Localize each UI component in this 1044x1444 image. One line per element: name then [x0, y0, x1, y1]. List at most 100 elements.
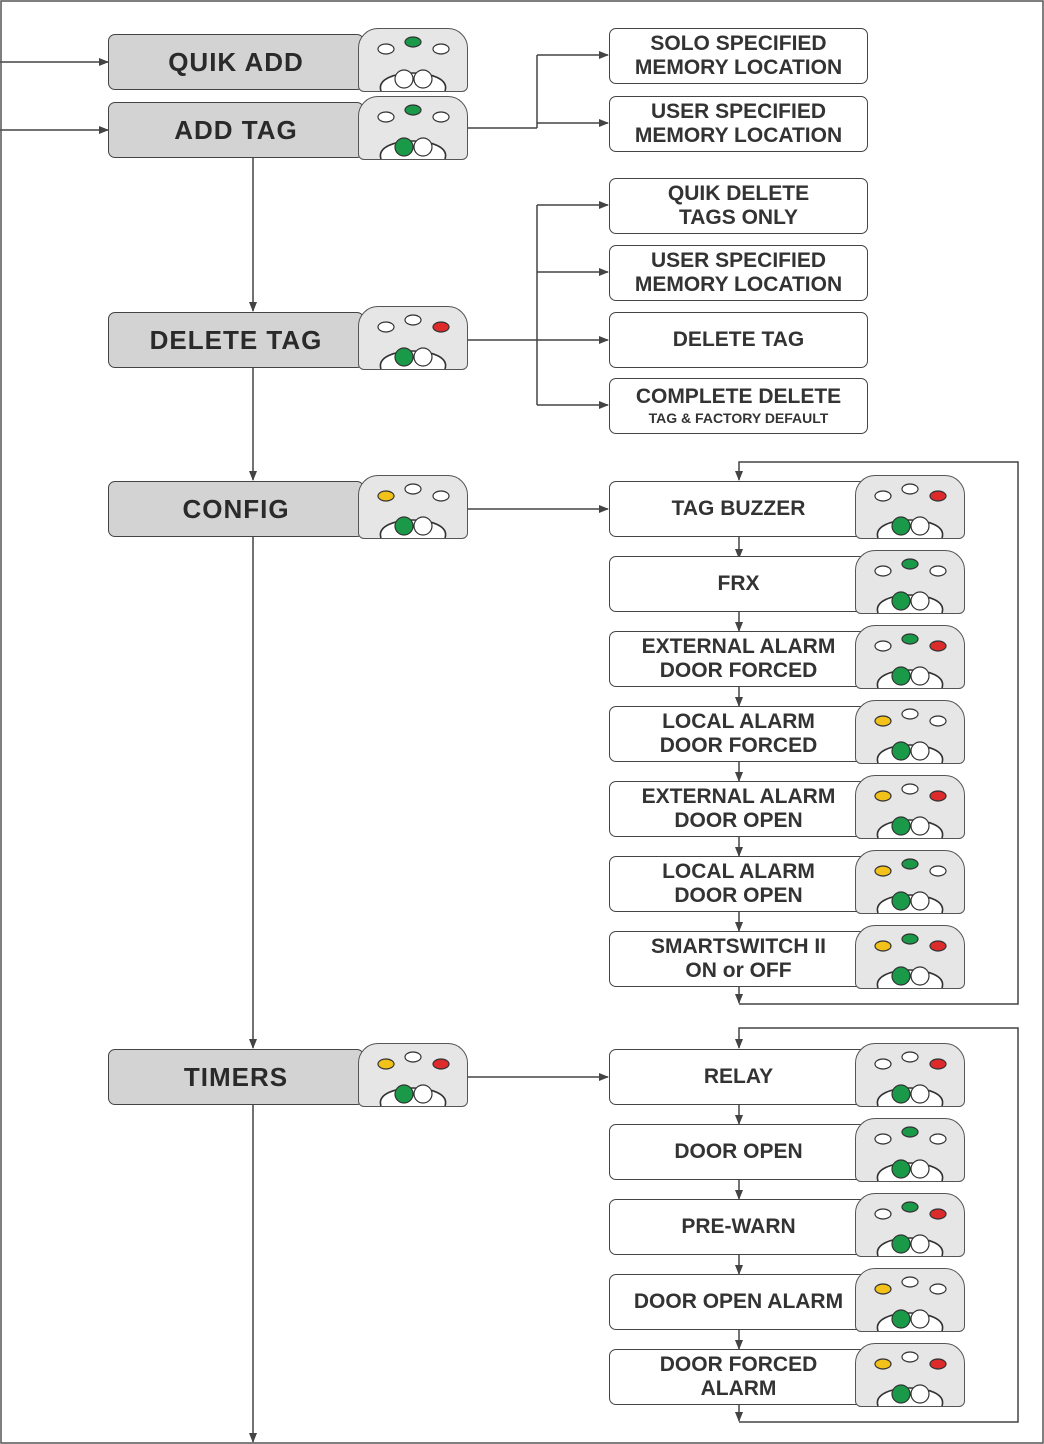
- button-indicator: [891, 1084, 911, 1104]
- button-indicator: [910, 516, 930, 536]
- led-panel-icon: [855, 1043, 965, 1107]
- menu-quik-add-label: QUIK ADD: [168, 46, 304, 77]
- led-panel-icon: [855, 925, 965, 989]
- option-line2: DOOR OPEN: [674, 884, 803, 907]
- delete-option: COMPLETE DELETE TAG & FACTORY DEFAULT: [609, 378, 868, 434]
- led-indicator: [874, 1208, 892, 1220]
- menu-quik-add: QUIK ADD: [108, 34, 364, 90]
- led-indicator: [901, 633, 919, 645]
- led-panel-icon: [855, 475, 965, 539]
- option-line1: SMARTSWITCH II: [651, 935, 826, 958]
- led-indicator: [929, 790, 947, 802]
- add-tag-option: SOLO SPECIFIED MEMORY LOCATION: [609, 28, 868, 84]
- option-line1: FRX: [717, 572, 760, 595]
- led-indicator: [901, 933, 919, 945]
- button-indicator: [394, 69, 414, 89]
- config-option: TAG BUZZER: [609, 481, 868, 537]
- config-option: EXTERNAL ALARM DOOR FORCED: [609, 631, 868, 687]
- led-panel-icon: [358, 28, 468, 92]
- led-indicator: [874, 640, 892, 652]
- button-indicator: [891, 666, 911, 686]
- option-line1: PRE-WARN: [681, 1215, 796, 1238]
- led-panel-icon: [855, 1343, 965, 1407]
- led-indicator: [432, 43, 450, 55]
- option-line2: MEMORY LOCATION: [634, 56, 843, 79]
- led-indicator: [377, 321, 395, 333]
- led-panel-icon: [855, 775, 965, 839]
- led-indicator: [929, 640, 947, 652]
- button-indicator: [413, 516, 433, 536]
- button-indicator: [910, 966, 930, 986]
- timer-option: DOOR OPEN: [609, 1124, 868, 1180]
- led-indicator: [901, 483, 919, 495]
- button-indicator: [910, 1084, 930, 1104]
- led-indicator: [929, 1358, 947, 1370]
- led-indicator: [929, 940, 947, 952]
- button-indicator: [910, 816, 930, 836]
- led-panel-icon: [358, 306, 468, 370]
- led-indicator: [901, 558, 919, 570]
- option-line1: USER SPECIFIED: [650, 249, 827, 272]
- led-indicator: [874, 865, 892, 877]
- button-indicator: [413, 1084, 433, 1104]
- button-indicator: [910, 591, 930, 611]
- led-indicator: [874, 1058, 892, 1070]
- led-indicator: [901, 1276, 919, 1288]
- option-line1: COMPLETE DELETE: [635, 385, 842, 408]
- button-indicator: [891, 591, 911, 611]
- config-option: FRX: [609, 556, 868, 612]
- led-indicator: [929, 1133, 947, 1145]
- led-panel-icon: [855, 700, 965, 764]
- option-line1: EXTERNAL ALARM: [641, 635, 836, 658]
- led-indicator: [874, 1283, 892, 1295]
- menu-config-label: CONFIG: [182, 493, 290, 524]
- button-indicator: [413, 137, 433, 157]
- button-indicator: [413, 347, 433, 367]
- led-indicator: [901, 783, 919, 795]
- led-indicator: [404, 104, 422, 116]
- led-panel-icon: [855, 550, 965, 614]
- button-indicator: [891, 741, 911, 761]
- option-line1: QUIK DELETE: [667, 182, 810, 205]
- led-indicator: [404, 36, 422, 48]
- button-indicator: [891, 891, 911, 911]
- led-panel-icon: [855, 1118, 965, 1182]
- led-panel-icon: [855, 850, 965, 914]
- button-indicator: [910, 1309, 930, 1329]
- timer-option: RELAY: [609, 1049, 868, 1105]
- delete-option: QUIK DELETE TAGS ONLY: [609, 178, 868, 234]
- led-indicator: [901, 1201, 919, 1213]
- led-indicator: [432, 490, 450, 502]
- button-indicator: [394, 347, 414, 367]
- led-indicator: [874, 1358, 892, 1370]
- option-line2: ON or OFF: [685, 959, 792, 982]
- button-indicator: [891, 1309, 911, 1329]
- button-indicator: [413, 69, 433, 89]
- menu-config: CONFIG: [108, 481, 364, 537]
- option-line1: EXTERNAL ALARM: [641, 785, 836, 808]
- delete-option: USER SPECIFIED MEMORY LOCATION: [609, 245, 868, 301]
- button-indicator: [910, 741, 930, 761]
- led-panel-icon: [358, 96, 468, 160]
- led-indicator: [377, 1058, 395, 1070]
- button-indicator: [910, 666, 930, 686]
- led-indicator: [874, 565, 892, 577]
- option-line2: MEMORY LOCATION: [634, 124, 843, 147]
- led-indicator: [929, 1283, 947, 1295]
- led-panel-icon: [358, 475, 468, 539]
- option-line2: ALARM: [700, 1377, 777, 1400]
- button-indicator: [394, 516, 414, 536]
- led-indicator: [874, 1133, 892, 1145]
- option-line1: LOCAL ALARM: [662, 710, 815, 733]
- led-indicator: [901, 1351, 919, 1363]
- led-indicator: [901, 1051, 919, 1063]
- led-indicator: [929, 1208, 947, 1220]
- button-indicator: [910, 1159, 930, 1179]
- option-line1: DOOR FORCED: [659, 1353, 818, 1376]
- led-indicator: [929, 865, 947, 877]
- led-indicator: [432, 1058, 450, 1070]
- config-option: SMARTSWITCH II ON or OFF: [609, 931, 868, 987]
- led-indicator: [377, 111, 395, 123]
- led-indicator: [404, 314, 422, 326]
- menu-add-tag: ADD TAG: [108, 102, 364, 158]
